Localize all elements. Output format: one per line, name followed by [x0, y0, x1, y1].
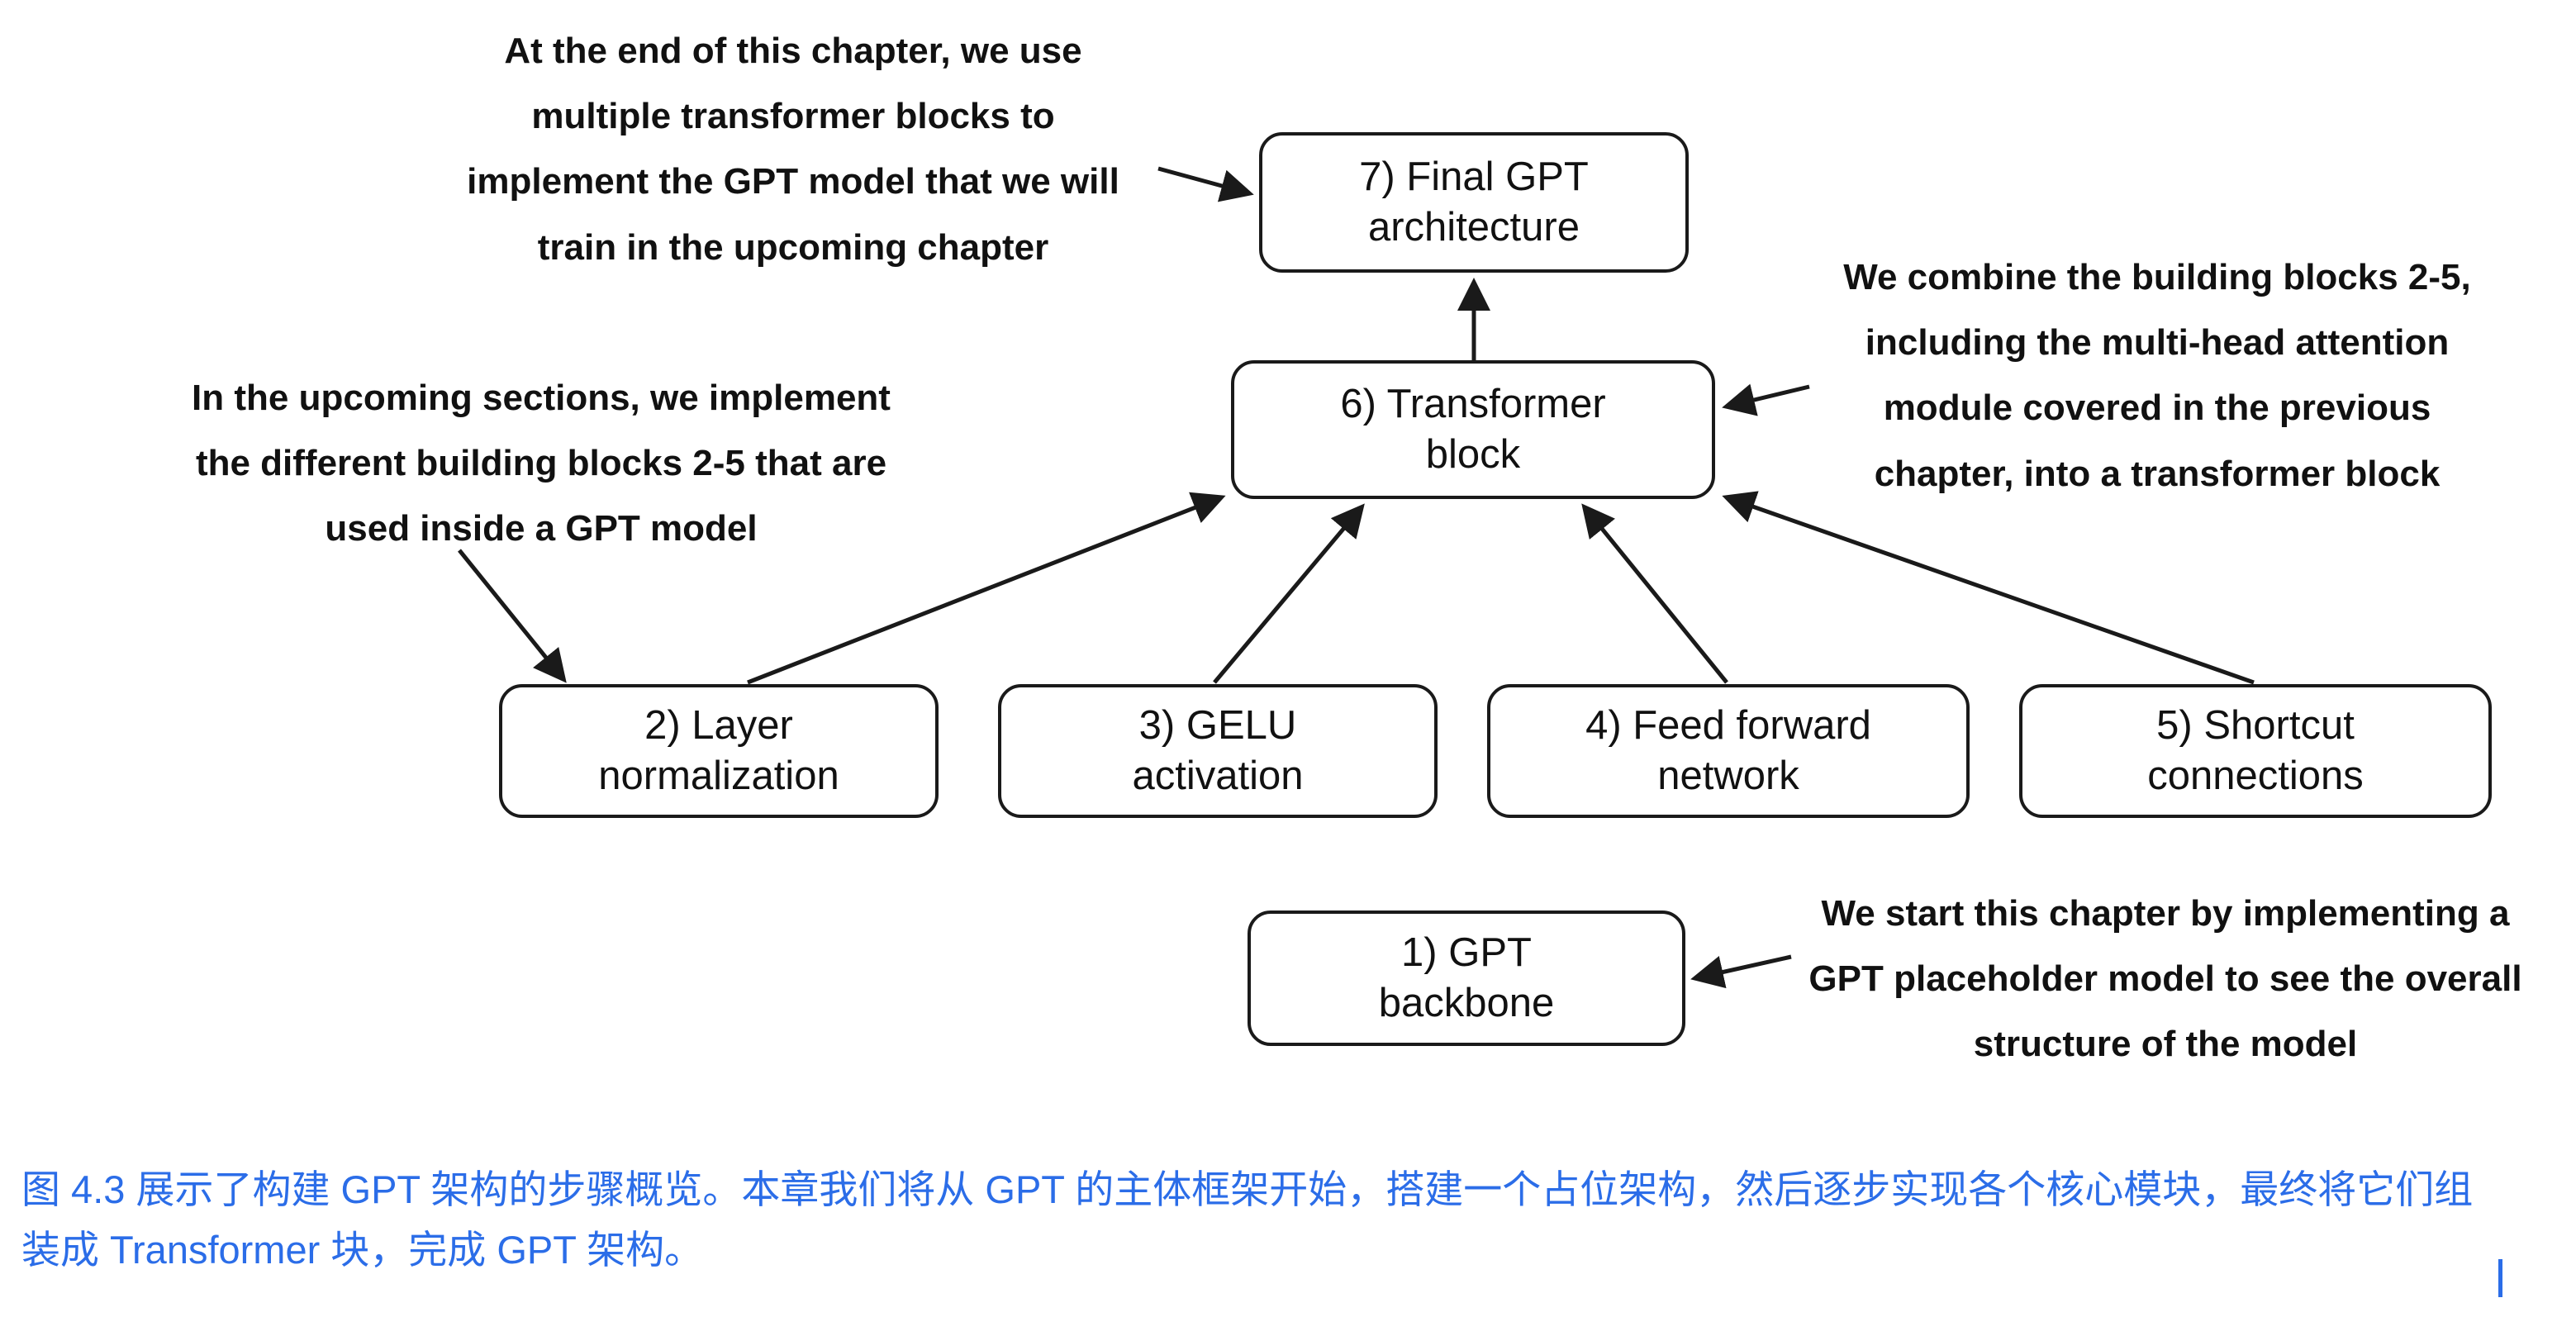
- note-final-gpt: At the end of this chapter, we use multi…: [467, 31, 1119, 268]
- note-gpt-backbone: We start this chapter by implementing a …: [1808, 893, 2522, 1065]
- arrow-note-to-finalgpt: [1157, 166, 1254, 202]
- arrow-note-to-backbone: [1690, 954, 1792, 989]
- box-gpt-backbone: 1) GPT backbone: [1248, 910, 1685, 1046]
- box-shortcut-connections: 5) Shortcut connections: [2019, 684, 2492, 818]
- box-final-gpt-architecture: 7) Final GPT architecture: [1259, 132, 1689, 273]
- arrow-note-to-layernorm: [458, 549, 567, 683]
- box-gelu-activation: 3) GELU activation: [998, 684, 1438, 818]
- arrow-feedforward-to-transformer: [1581, 503, 1728, 684]
- note-transformer-block: We combine the building blocks 2-5, incl…: [1843, 257, 2471, 494]
- arrow-note-to-transformer: [1722, 383, 1810, 416]
- box-transformer-block: 6) Transformer block: [1231, 360, 1715, 499]
- note-building-blocks: In the upcoming sections, we implement t…: [192, 378, 891, 549]
- figure-caption: 图 4.3 展示了构建 GPT 架构的步骤概览。本章我们将从 GPT 的主体框架…: [21, 1167, 2474, 1272]
- arrow-shortcut-to-transformer: [1722, 491, 2255, 685]
- arrow-gelu-to-transformer: [1213, 503, 1365, 684]
- arrow-layernorm-to-transformer: [747, 492, 1226, 685]
- box-feed-forward-network: 4) Feed forward network: [1487, 684, 1970, 818]
- box-layer-normalization: 2) Layer normalization: [499, 684, 939, 818]
- text-cursor: [2498, 1259, 2502, 1297]
